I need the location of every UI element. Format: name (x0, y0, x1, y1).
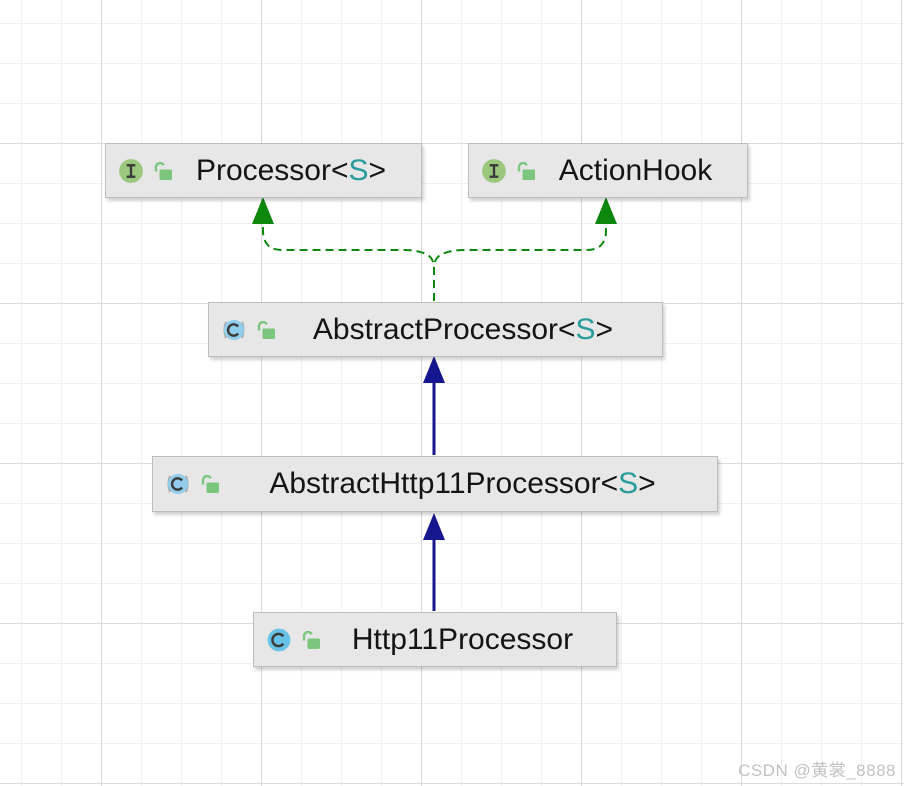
node-http11processor[interactable]: Http11Processor (253, 612, 617, 667)
node-label: AbstractHttp11Processor<S> (269, 467, 656, 500)
unlocked-padlock-icon (201, 474, 219, 493)
node-abstracthttp11processor[interactable]: AbstractHttp11Processor<S> (152, 456, 718, 512)
node-label: Processor<S> (195, 153, 387, 187)
node-label: Http11Processor (351, 622, 574, 656)
node-actionhook[interactable]: ActionHook (468, 143, 748, 198)
class-icon (267, 628, 291, 651)
node-icons (118, 158, 175, 184)
abstract-class-icon (167, 473, 189, 495)
edge-implements-actionhook[interactable] (433, 223, 607, 301)
node-icons (221, 317, 278, 343)
unlocked-padlock-icon (257, 320, 275, 339)
unlocked-padlock-icon (302, 630, 320, 649)
node-label: ActionHook (558, 153, 713, 187)
arrowhead-implements-actionhook (595, 197, 617, 224)
arrowhead-extends-abstractprocessor (423, 356, 445, 383)
node-label: AbstractProcessor<S> (312, 312, 614, 346)
node-icons (481, 158, 538, 184)
csdn-watermark: CSDN @黄裳_8888 (738, 761, 896, 780)
node-icons (165, 471, 222, 497)
arrowhead-extends-abstracthttp11 (423, 513, 445, 540)
interface-icon (119, 158, 143, 183)
interface-icon (482, 158, 506, 183)
arrowhead-implements-processor (252, 197, 274, 224)
abstract-class-icon (223, 319, 245, 340)
unlocked-padlock-icon (154, 161, 172, 180)
node-processor[interactable]: Processor<S> (105, 143, 422, 198)
node-abstractprocessor[interactable]: AbstractProcessor<S> (208, 302, 663, 357)
node-icons (266, 627, 323, 653)
edge-implements-processor[interactable] (262, 223, 435, 301)
unlocked-padlock-icon (517, 161, 535, 180)
